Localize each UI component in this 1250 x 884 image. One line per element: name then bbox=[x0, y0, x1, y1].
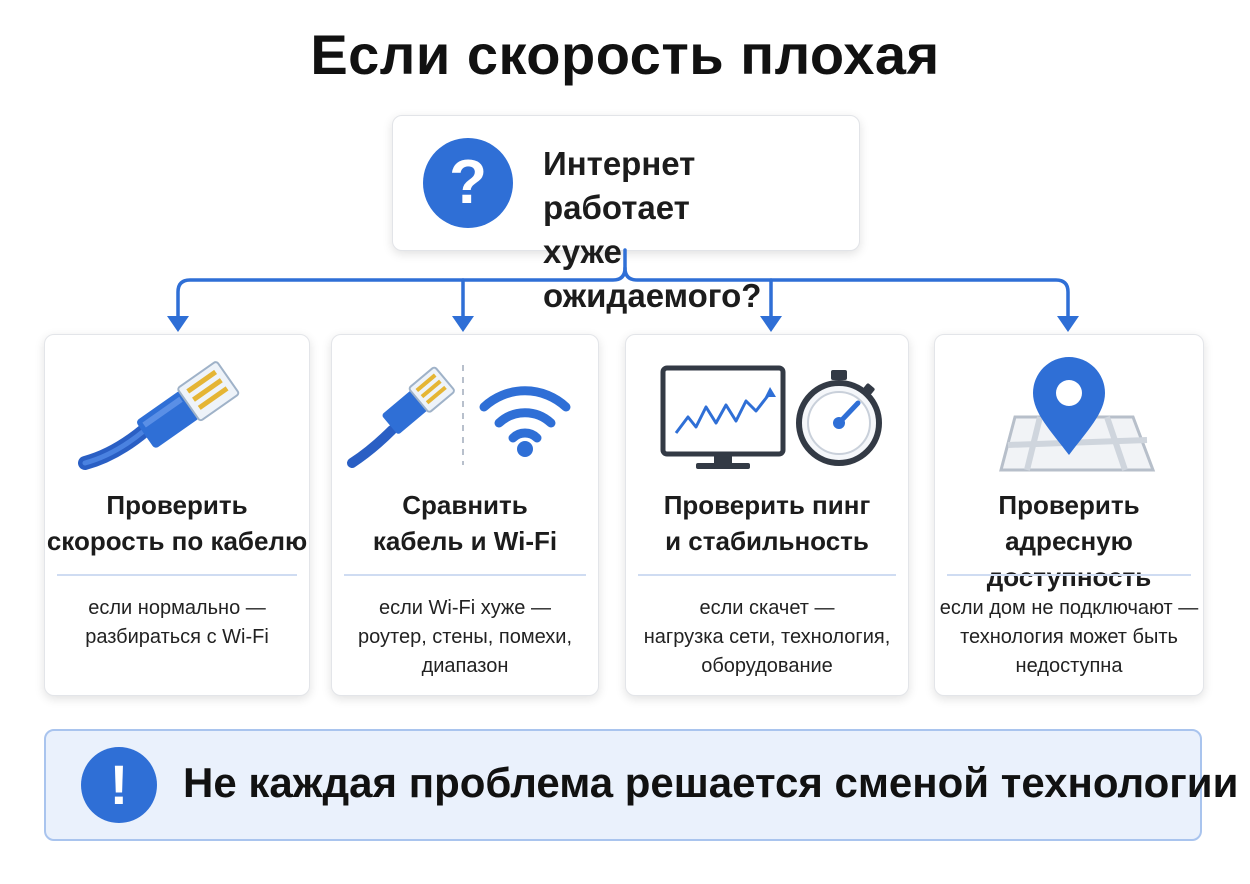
card-4-heading-line-1: Проверить адресную bbox=[998, 490, 1140, 556]
card-2-heading: Сравнить кабель и Wi-Fi bbox=[332, 487, 598, 559]
card-4-desc-line-2: технология может быть bbox=[960, 626, 1178, 648]
card-4-heading-line-2: доступность bbox=[986, 562, 1152, 592]
card-4-divider bbox=[947, 574, 1191, 576]
banner-text: Не каждая проблема решается сменой техно… bbox=[183, 759, 1239, 806]
card-4-desc-line-1: если дом не подключают — bbox=[939, 597, 1199, 619]
card-2-heading-line-2: кабель и Wi-Fi bbox=[372, 526, 558, 556]
card-2-desc-line-1: если Wi-Fi хуже — bbox=[378, 597, 551, 619]
card-ping-stability: Проверить пинг и стабильность если скаче… bbox=[625, 334, 909, 696]
conclusion-banner: ! Не каждая проблема решается сменой тех… bbox=[44, 729, 1238, 841]
card-2-desc-line-2: роутер, стены, помехи, bbox=[357, 626, 573, 648]
card-4-description: если дом не подключают — технология може… bbox=[935, 594, 1203, 681]
card-3-desc-line-3: оборудование bbox=[701, 655, 833, 677]
question-box: ? Интернет работает хуже ожидаемого? bbox=[392, 115, 860, 314]
card-1-divider bbox=[57, 574, 297, 576]
exclamation-icon: ! bbox=[81, 747, 157, 823]
card-3-heading-line-2: и стабильность bbox=[665, 526, 869, 556]
question-text: Интернет работает хуже ожидаемого? bbox=[543, 142, 843, 318]
card-1-description: если нормально — разбираться с Wi-Fi bbox=[45, 594, 309, 652]
question-mark-icon: ? bbox=[423, 138, 513, 228]
card-2-heading-line-1: Сравнить bbox=[402, 490, 528, 520]
card-3-divider bbox=[638, 574, 896, 576]
card-address-availability: Проверить адресную доступность если дом … bbox=[934, 334, 1204, 696]
card-2-description: если Wi-Fi хуже — роутер, стены, помехи,… bbox=[332, 594, 598, 681]
card-4-desc-line-3: недоступна bbox=[1015, 655, 1123, 677]
card-3-desc-line-1: если скачет — bbox=[699, 597, 835, 619]
arrow-to-card-4 bbox=[623, 266, 1070, 320]
page-title: Если скорость плохая bbox=[310, 23, 940, 86]
monitor-and-stopwatch-icon bbox=[660, 365, 882, 469]
card-1-desc-line-1: если нормально — bbox=[88, 597, 266, 619]
card-3-desc-line-2: нагрузка сети, технология, bbox=[643, 626, 891, 648]
question-line-2: хуже ожидаемого? bbox=[543, 233, 762, 314]
cable-and-wifi-icon bbox=[347, 365, 571, 468]
card-1-desc-line-2: разбираться с Wi-Fi bbox=[85, 626, 269, 648]
card-3-heading: Проверить пинг и стабильность bbox=[626, 487, 908, 559]
card-3-heading-line-1: Проверить пинг bbox=[663, 490, 871, 520]
arrow-to-card-1 bbox=[176, 248, 627, 320]
map-pin-icon bbox=[999, 357, 1156, 472]
question-line-1: Интернет работает bbox=[543, 145, 696, 226]
card-1-heading-line-2: скорость по кабелю bbox=[46, 526, 308, 556]
ethernet-cable-icon bbox=[78, 361, 240, 470]
card-cable-speed: Проверить скорость по кабелю если нормал… bbox=[44, 334, 310, 696]
card-3-description: если скачет — нагрузка сети, технология,… bbox=[626, 594, 908, 681]
card-compare-cable-wifi: Сравнить кабель и Wi-Fi если Wi-Fi хуже … bbox=[331, 334, 599, 696]
card-2-divider bbox=[344, 574, 586, 576]
card-4-heading: Проверить адресную доступность bbox=[935, 487, 1203, 595]
card-1-heading: Проверить скорость по кабелю bbox=[45, 487, 309, 559]
card-2-desc-line-3: диапазон bbox=[421, 655, 509, 677]
card-1-heading-line-1: Проверить bbox=[106, 490, 248, 520]
